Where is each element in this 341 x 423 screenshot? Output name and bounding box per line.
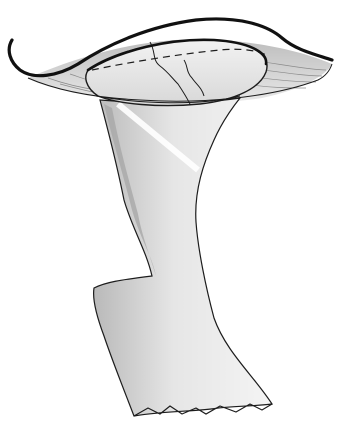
shaft xyxy=(94,98,272,416)
